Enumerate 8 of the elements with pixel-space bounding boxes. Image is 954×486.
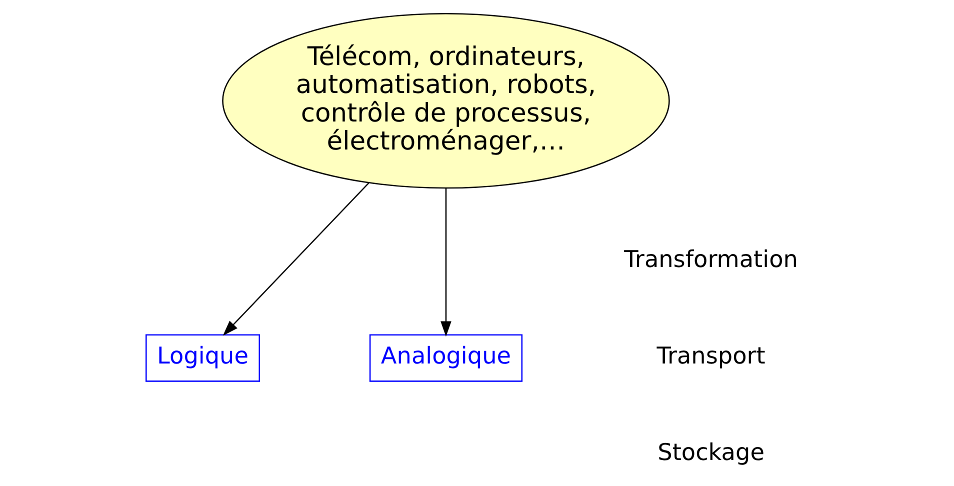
arrow — [440, 188, 451, 337]
label: Transport — [656, 344, 765, 370]
arrow — [222, 182, 369, 336]
label: Transformation — [624, 247, 798, 274]
node-box: Logique — [145, 334, 260, 382]
label: Stockage — [657, 440, 764, 466]
node-box: Analogique — [368, 334, 522, 382]
node-ellipse: Télécom, ordinateurs, automatisation, robots, contrôle de processus, électroménager,… — [222, 12, 670, 189]
